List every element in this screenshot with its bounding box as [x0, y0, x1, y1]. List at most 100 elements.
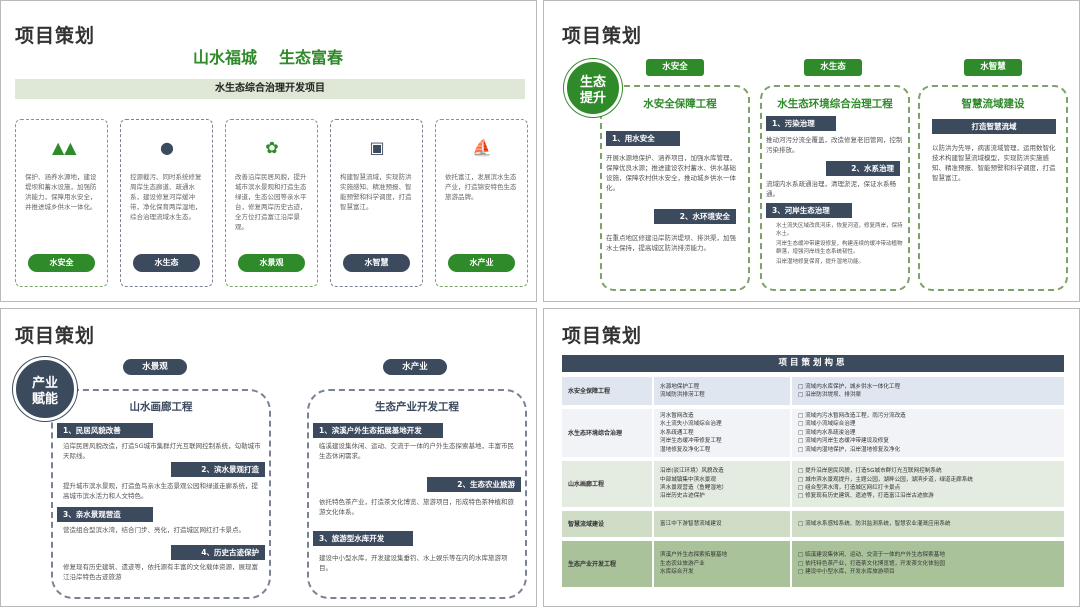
section-text: 临溪建设集休闲、运动、交流于一体的户外生态探索基地，丰富市民生态休闲需求。 [319, 442, 514, 461]
section-label: 4、历史古迹保护 [171, 545, 265, 560]
card-water-landscape: ✿ 改善沿岸民居风貌，提升城市滨水景观和打造生态绿道，生态公园等亲水平台，修复两… [225, 119, 318, 287]
panel-title: 项目策划 [562, 325, 643, 347]
tag-landscape: 水景观 [123, 359, 187, 375]
list-item: 河岸生态缓冲带建设修复，构建连续的缓冲带动植物群落，增强河岸线生态系统韧性。 [776, 240, 903, 255]
section-label: 2、水环境安全 [654, 209, 736, 224]
section-label: 3、旅游型水库开发 [313, 531, 413, 546]
card-label: 水安全 [28, 254, 95, 272]
row-name: 水安全保障工程 [562, 377, 652, 405]
badge-line-2: 赋能 [31, 392, 58, 407]
panel-title: 项目策划 [15, 325, 96, 347]
table-row: 水安全保障工程 水源地保护工程流域防洪排涝工程 □ 流域内水库保护，城乡供水一体… [562, 377, 1064, 405]
badge-line-2: 提升 [579, 91, 606, 106]
card-water-industry: ⛵ 依托富江，发展滨水生态产业，打造锦安特色生态旅游品牌。 水产业 [435, 119, 528, 287]
card-text: 控源截污、同时系统修复周岸生态廊道、疏通水系，建设修复河岸缓冲带，净化保育两岸湿… [130, 173, 202, 222]
section-label: 1、用水安全 [606, 131, 680, 146]
section-text: 营造组合型滨水湾，结合门步、亮化，打造城区网红打卡景点。 [63, 526, 245, 534]
section-text: 在重点地区修建沿岸防洪堤坝、排洪渠，加强水土保持，提高城区防洪排涝能力。 [606, 234, 736, 253]
panel-title: 项目策划 [15, 25, 96, 47]
section-text: 开展水源地保护、涵养项目，加强水库管理，保障优良水源；推进建设农村蓄水、供水基础… [606, 154, 736, 193]
section-text: 推动河污分流全覆盖，改造修复老旧管网，控制污染排放。 [766, 136, 903, 155]
row-details: □ 流域内水库保护，城乡供水一体化工程□ 沿岸防洪堤坝、排洪渠 [792, 377, 1064, 405]
badge-ecology-upgrade: 生态 提升 [564, 59, 622, 117]
section-label: 3、亲水景观营造 [57, 507, 153, 522]
row-projects: 河水暂网改造水土流失小流域综合治理水系疏通工程河岸生态缓冲带修复工程湿地修复及净… [654, 409, 790, 457]
section-label: 打造智慧流域 [932, 119, 1056, 134]
row-projects: 滨溪户外生态探索拓展基地生态农业旅游产业水库综合开发 [654, 541, 790, 587]
table-header: 项目策划构思 [562, 355, 1064, 372]
table-row: 水生态环境综合治理 河水暂网改造水土流失小流域综合治理水系疏通工程河岸生态缓冲带… [562, 409, 1064, 457]
card-water-ecology: ● 控源截污、同时系统修复周岸生态廊道、疏通水系，建设修复河岸缓冲带，净化保育两… [120, 119, 213, 287]
table-row: 山水画廊工程 沿岸(驳江环境）风貌改造中部城镇集中滨水景观滨水景观营造（鱼鲤湿地… [562, 461, 1064, 507]
row-name: 山水画廊工程 [562, 461, 652, 507]
section-text: 沿岸民居风貌改造，打造5G城市集群灯光互联网控制系统，勾勒城市天际线。 [63, 442, 261, 461]
column-title: 智慧流域建设 [961, 98, 1025, 110]
sailboat-icon: ⛵ [472, 138, 492, 157]
badge-line-1: 生态 [579, 75, 606, 90]
row-details: □ 流域水系感知系统、防洪监测系统，智慧农业灌溉应用系统 [792, 511, 1064, 537]
section-label: 2、生态农业旅游 [427, 477, 521, 492]
column-water-smart [918, 85, 1068, 291]
card-label: 水景观 [238, 254, 305, 272]
row-details: □ 临溪建设集休闲、运动、交流于一体的户外生态探索基地□ 依托特色茶产业，打造茶… [792, 541, 1064, 587]
list-item: 水土流失区域改良河床，恢复河道，修复两岸，保持水土。 [776, 223, 903, 237]
binoculars-icon: ▲▲ [52, 138, 77, 157]
card-water-smart: ▣ 构建智慧流域，实现防洪实施感知、精准预报、智能预警和科学调度，打造智慧富江。… [330, 119, 423, 287]
section-label: 2、水系治理 [826, 161, 900, 176]
section-text: 以防洪为先导，病害流域管理，运用数智化技术构建智慧流域模型，实现防洪实施感知、精… [932, 144, 1056, 183]
row-projects: 富江中下游智慧流域建设 [654, 511, 790, 537]
column-title: 水安全保障工程 [643, 98, 717, 110]
section-label: 2、滨水景观打造 [171, 462, 265, 477]
table-row: 智慧流域建设 富江中下游智慧流域建设 □ 流域水系感知系统、防洪监测系统，智慧农… [562, 511, 1064, 537]
row-name: 智慧流域建设 [562, 511, 652, 537]
table-row: 生态产业开发工程 滨溪户外生态探索拓展基地生态农业旅游产业水库综合开发 □ 临溪… [562, 541, 1064, 587]
panel-overview: 项目策划 山水福城 生态富春 水生态综合治理开发项目 ▲▲ 保护、涵养水源地，建… [0, 0, 537, 302]
row-projects: 沿岸(驳江环境）风貌改造中部城镇集中滨水景观滨水景观营造（鱼鲤湿地）沿岸历史古迹… [654, 461, 790, 507]
section-label: 3、河岸生态治理 [766, 203, 852, 218]
column-water-ecology [760, 85, 910, 291]
section-label: 1、民居风貌改善 [57, 423, 153, 438]
column-landscape [51, 389, 271, 599]
tag-water-ecology: 水生态 [804, 59, 862, 76]
panel-industry-empower: 项目策划 产业 赋能 水景观 水产业 山水画廊工程 1、民居风貌改善 沿岸民居风… [0, 308, 537, 607]
column-industry [307, 389, 527, 599]
row-name: 生态产业开发工程 [562, 541, 652, 587]
row-projects: 水源地保护工程流域防洪排涝工程 [654, 377, 790, 405]
column-title: 水生态环境综合治理工程 [777, 98, 893, 110]
planning-table: 水安全保障工程 水源地保护工程流域防洪排涝工程 □ 流域内水库保护，城乡供水一体… [562, 377, 1064, 599]
badge-industry-empower: 产业 赋能 [13, 357, 77, 421]
column-title: 生态产业开发工程 [375, 401, 459, 413]
panel-title: 项目策划 [562, 25, 643, 47]
card-water-security: ▲▲ 保护、涵养水源地，建设堤坝和蓄水设施，加强防洪能力，保障用水安全，并推进城… [15, 119, 108, 287]
row-details: □ 提升沿岸居民风貌，打造5G城市群灯光互联网控制系统□ 城市滨水景观提升，主题… [792, 461, 1064, 507]
card-text: 改善沿岸民居风貌，提升城市滨水景观和打造生态绿道，生态公园等亲水平台，修复两岸历… [235, 173, 307, 232]
panel-ecology-upgrade: 项目策划 生态 提升 水安全 水生态 水智慧 水安全保障工程 1、用水安全 开展… [543, 0, 1080, 302]
section-text: 依托特色茶产业，打造茶文化博览、旅游项目，形成特色茶种植和旅游文化体系。 [319, 498, 514, 517]
section-text: 流域内水系疏通治理，清理淤泥，保证水系畅通。 [766, 180, 896, 199]
column-title: 山水画廊工程 [129, 401, 193, 413]
card-label: 水智慧 [343, 254, 410, 272]
monitor-icon: ▣ [369, 138, 385, 157]
bullet-list: 水土流失区域改良河床，恢复河道，修复两岸，保持水土。 河岸生态缓冲带建设修复，构… [776, 223, 904, 267]
section-text: 提升城市滨水景观，打造鱼鸟亲水生态景观公园和绿道走廊系统，提高城市滨水活力和人文… [63, 482, 258, 501]
row-name: 水生态环境综合治理 [562, 409, 652, 457]
landscape-badge-icon: ✿ [265, 138, 279, 157]
panel-planning-table: 项目策划 项目策划构思 水安全保障工程 水源地保护工程流域防洪排涝工程 □ 流域… [543, 308, 1080, 607]
section-label: 1、滨溪户外生态拓展基地开发 [313, 423, 443, 438]
project-banner: 水生态综合治理开发项目 [15, 79, 525, 99]
tag-industry: 水产业 [383, 359, 447, 375]
card-label: 水产业 [448, 254, 515, 272]
row-details: □ 流域内污水暂网改造工程，雨污分流改造□ 流域小流域综合治理□ 流域内水系疏浚… [792, 409, 1064, 457]
card-text: 依托富江，发展滨水生态产业，打造锦安特色生态旅游品牌。 [445, 173, 517, 202]
section-text: 修复现有历史建筑、遗迹等，依托源有丰富的文化载体资源，展现富江沿岸特色古迹旅游 [63, 563, 258, 582]
card-text: 构建智慧流域，实现防洪实施感知、精准预报、智能预警和科学调度，打造智慧富江。 [340, 173, 412, 212]
tag-water-security: 水安全 [646, 59, 704, 76]
list-item: 沿岸湿地修复保育，提升湿地功能。 [776, 258, 865, 265]
slogan-left: 山水福城 [193, 48, 258, 67]
tag-water-smart: 水智慧 [964, 59, 1022, 76]
section-text: 建设中小型水库，开发建设集垂钓、水上娱乐等在内的水库旅游项目。 [319, 554, 508, 573]
column-water-security [600, 85, 750, 291]
slogan-right: 生态富春 [279, 48, 344, 67]
section-label: 1、污染治理 [766, 116, 836, 131]
card-text: 保护、涵养水源地，建设堤坝和蓄水设施，加强防洪能力，保障用水安全，并推进城乡供水… [25, 173, 97, 212]
